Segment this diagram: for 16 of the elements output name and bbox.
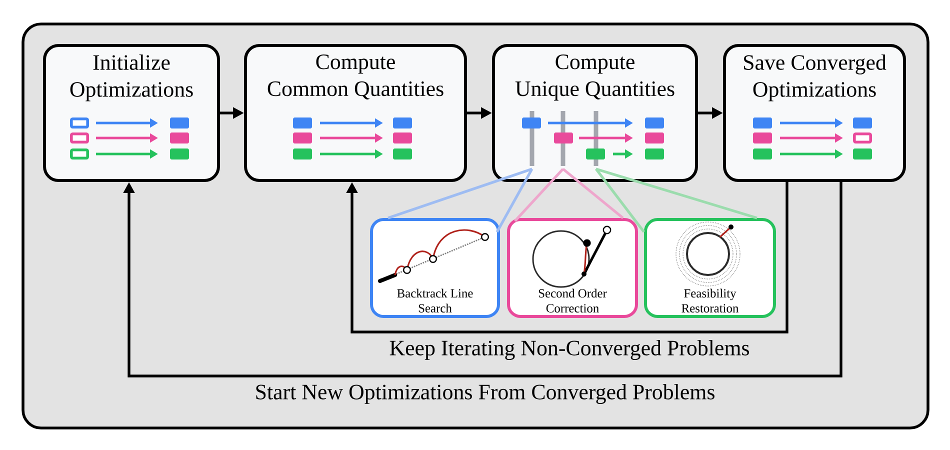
leader-line (596, 168, 758, 220)
leader-line (496, 168, 534, 233)
detail-box: Second Order Correction (507, 218, 638, 318)
leader-line (562, 168, 624, 220)
process-box: Compute Common Quantities (244, 44, 467, 182)
leader-line (594, 168, 646, 233)
edge-label: Start New Optimizations From Converged Problems (253, 382, 717, 406)
edge-label: Keep Iterating Non-Converged Problems (388, 338, 752, 362)
process-box: Initialize Optimizations (43, 44, 220, 182)
arrow (346, 182, 788, 334)
leader-line (388, 168, 532, 220)
leader-line (514, 168, 564, 222)
detail-box: Backtrack Line Search (370, 218, 500, 318)
process-box: Save Converged Optimizations (723, 44, 906, 182)
detail-box: Feasibility Restoration (644, 218, 776, 318)
arrow (123, 182, 842, 378)
